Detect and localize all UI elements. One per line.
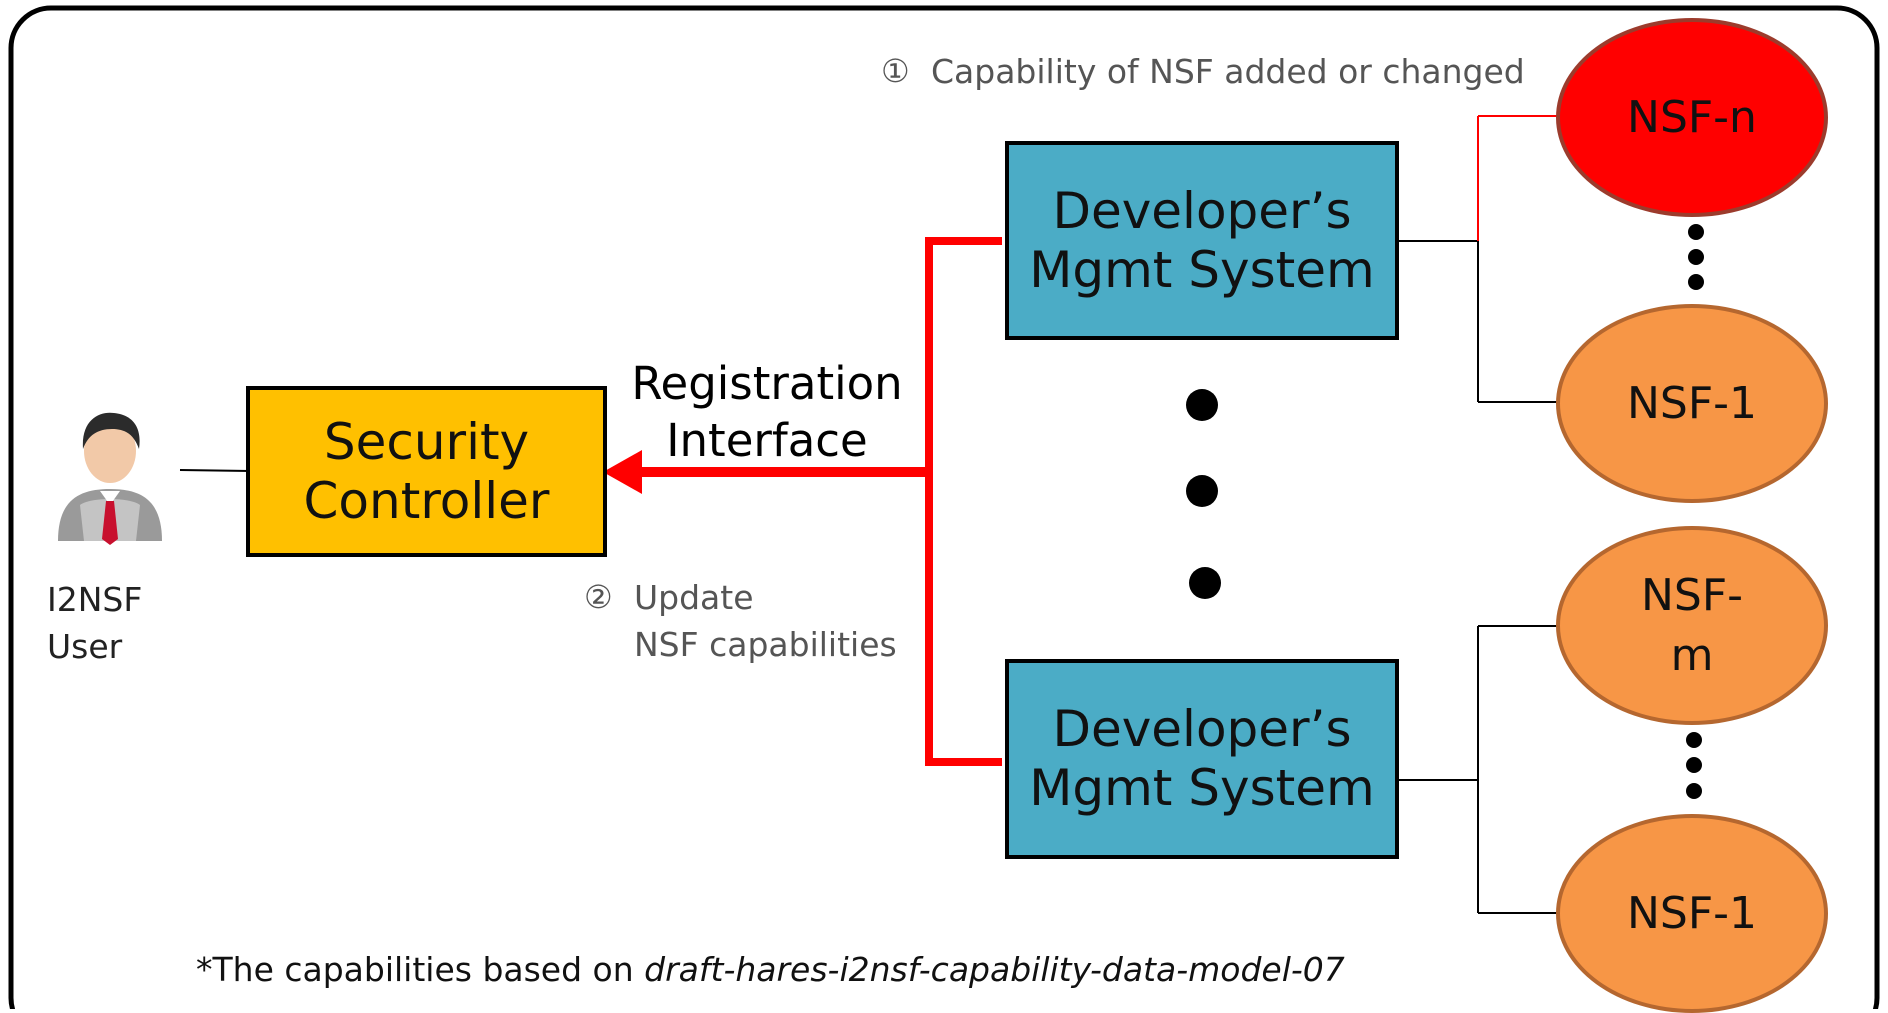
footnote-prefix: *The capabilities based on bbox=[196, 950, 645, 989]
nsf-m-line2: m bbox=[1670, 629, 1714, 681]
step2-line2: NSF capabilities bbox=[634, 625, 897, 664]
step2-marker: ② bbox=[584, 578, 613, 616]
vertical-ellipsis-dot bbox=[1186, 475, 1218, 507]
registration-interface-line1: Registration bbox=[631, 357, 903, 410]
nsf-ellipsis-dot bbox=[1688, 249, 1704, 265]
user-label-line2: User bbox=[47, 627, 123, 666]
step2-line1: Update bbox=[634, 578, 754, 617]
nsf-n-node: NSF-n bbox=[1556, 18, 1828, 217]
nsf-1-bottom-label: NSF-1 bbox=[1626, 887, 1758, 939]
registration-interface-line2: Interface bbox=[666, 414, 868, 467]
mgmt-bottom-line2: Mgmt System bbox=[1029, 759, 1375, 817]
nsf-ellipsis-dot bbox=[1688, 224, 1704, 240]
nsf-ellipsis-dot bbox=[1686, 732, 1702, 748]
user-connector bbox=[179, 469, 251, 472]
nsf-m-line1: NSF- bbox=[1640, 570, 1744, 622]
footnote-draft-name: draft-hares-i2nsf-capability-data-model-… bbox=[644, 950, 1345, 989]
vertical-ellipsis-dot bbox=[1186, 389, 1218, 421]
registration-arrow-head bbox=[603, 450, 642, 494]
security-controller-line1: Security bbox=[323, 412, 530, 471]
vertical-ellipsis-dot bbox=[1189, 567, 1221, 599]
diagram-frame bbox=[8, 5, 1880, 1009]
nsf-ellipsis-dot bbox=[1686, 757, 1702, 773]
developer-mgmt-system-bottom: Developer’s Mgmt System bbox=[1005, 659, 1399, 859]
nsf-n-label: NSF-n bbox=[1627, 91, 1757, 143]
nsf-ellipsis-dot bbox=[1688, 274, 1704, 290]
registration-bus bbox=[925, 237, 1002, 766]
user-label-line1: I2NSF bbox=[47, 580, 143, 619]
security-controller-box: Security Controller bbox=[246, 386, 607, 557]
mgmt-bottom-line1: Developer’s bbox=[1052, 700, 1352, 758]
developer-mgmt-system-top: Developer’s Mgmt System bbox=[1005, 141, 1399, 340]
security-controller-line2: Controller bbox=[303, 471, 550, 530]
mgmt-top-line2: Mgmt System bbox=[1029, 240, 1375, 299]
nsf-1-top-node: NSF-1 bbox=[1556, 304, 1828, 503]
nsf-m-node: NSF- m bbox=[1556, 526, 1828, 725]
step1-marker: ① bbox=[881, 52, 910, 90]
mgmt-top-line1: Developer’s bbox=[1052, 181, 1352, 240]
step1-text: Capability of NSF added or changed bbox=[931, 52, 1525, 91]
user-icon bbox=[58, 412, 162, 545]
footnote: *The capabilities based on draft-hares-i… bbox=[196, 950, 1345, 989]
nsf-1-bottom-node: NSF-1 bbox=[1556, 814, 1828, 1013]
nsf-ellipsis-dot bbox=[1686, 783, 1702, 799]
nsf-1-top-label: NSF-1 bbox=[1626, 377, 1758, 429]
